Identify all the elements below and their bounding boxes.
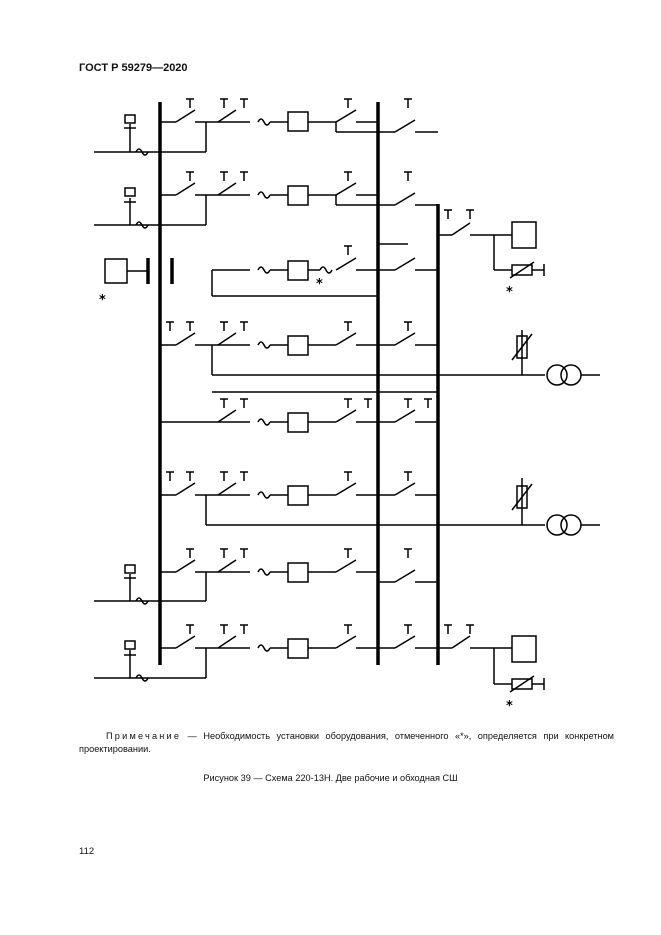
line-bay-7	[94, 548, 438, 605]
asterisk-mark: *	[99, 293, 106, 308]
asterisk-mark: *	[316, 277, 323, 292]
line-bay-8	[94, 624, 438, 682]
line-bay-2	[94, 171, 438, 229]
single-line-diagram: * * * *	[94, 98, 600, 714]
note-prefix: Примечание	[106, 731, 182, 741]
bypass-bay-top	[438, 209, 545, 279]
figure-caption: Рисунок 39 — Схема 220-13Н. Две рабочие …	[203, 773, 458, 783]
bay-5	[160, 391, 438, 433]
asterisk-mark: *	[506, 285, 513, 300]
asterisk-mark: *	[506, 699, 513, 714]
transformer-bay-4	[160, 321, 600, 386]
line-bay-1	[94, 98, 438, 156]
note: Примечание — Необходимость установки обо…	[79, 730, 614, 757]
page-number: 112	[79, 846, 95, 857]
reactor-bay-3	[104, 243, 438, 297]
bypass-bay-bottom	[438, 624, 545, 693]
document-header: ГОСТ Р 59279—2020	[79, 62, 188, 74]
note-text: — Необходимость установки оборудования, …	[79, 731, 614, 755]
transformer-bay-6	[160, 471, 600, 536]
